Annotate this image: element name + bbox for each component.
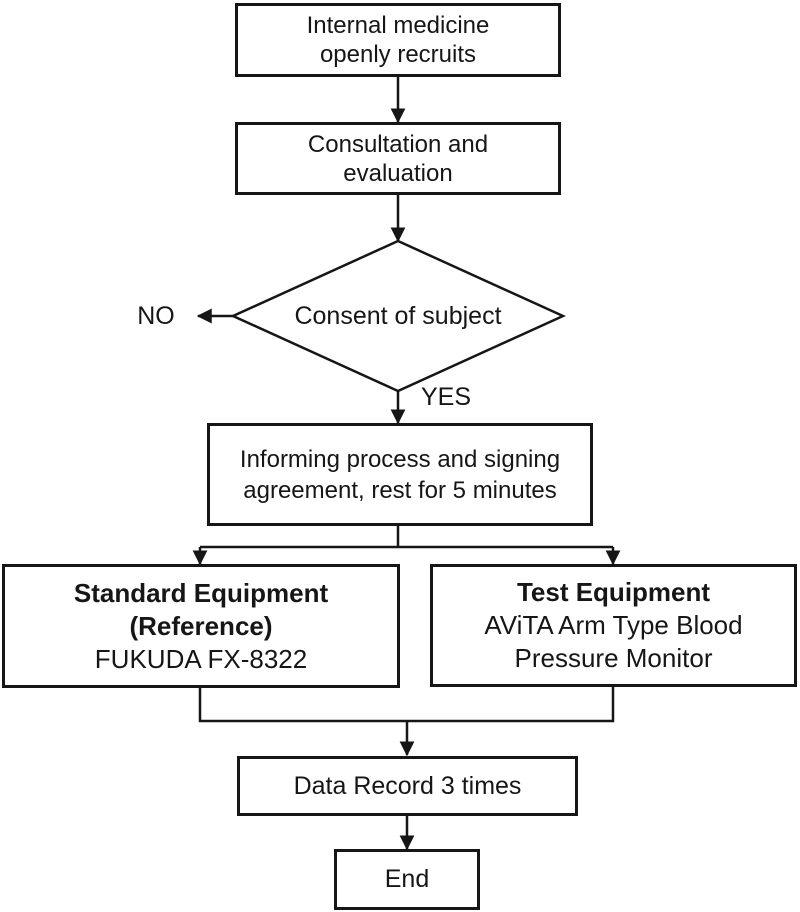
edge-merge-bar <box>198 687 615 723</box>
node-title-line: (Reference) <box>129 610 273 641</box>
node-text-line: Internal medicine <box>306 12 490 39</box>
node-consent-decision-label: Consent of subject <box>294 302 502 330</box>
node-data-record: Data Record 3 times <box>237 756 578 816</box>
node-internal-medicine-recruits: Internal medicine openly recruits <box>235 3 561 77</box>
node-text-line: Consultation and <box>307 130 489 158</box>
node-informing-process: Informing process and signing agreement,… <box>207 423 593 526</box>
node-test-equipment: Test Equipment AViTA Arm Type Blood Pres… <box>430 564 797 687</box>
node-text-line: Data Record 3 times <box>293 771 522 800</box>
node-title-line: Test Equipment <box>516 577 711 607</box>
node-text-line: Informing process and signing <box>239 445 561 473</box>
node-text-line: AViTA Arm Type Blood <box>484 610 743 640</box>
node-text-line: Pressure Monitor <box>514 643 713 673</box>
branch-label-yes: YES <box>421 383 472 411</box>
node-standard-equipment: Standard Equipment (Reference) FUKUDA FX… <box>2 564 400 688</box>
node-text-line: agreement, rest for 5 minutes <box>243 476 557 504</box>
node-consultation-evaluation: Consultation and evaluation <box>235 122 561 195</box>
node-text-line: openly recruits <box>319 41 477 68</box>
node-text-line: End <box>384 865 430 893</box>
node-end: End <box>334 849 480 910</box>
branch-label-no: NO <box>137 302 175 330</box>
node-text-line: evaluation <box>343 159 453 187</box>
node-title-line: Standard Equipment <box>73 577 329 608</box>
node-text-line: FUKUDA FX-8322 <box>94 643 308 674</box>
